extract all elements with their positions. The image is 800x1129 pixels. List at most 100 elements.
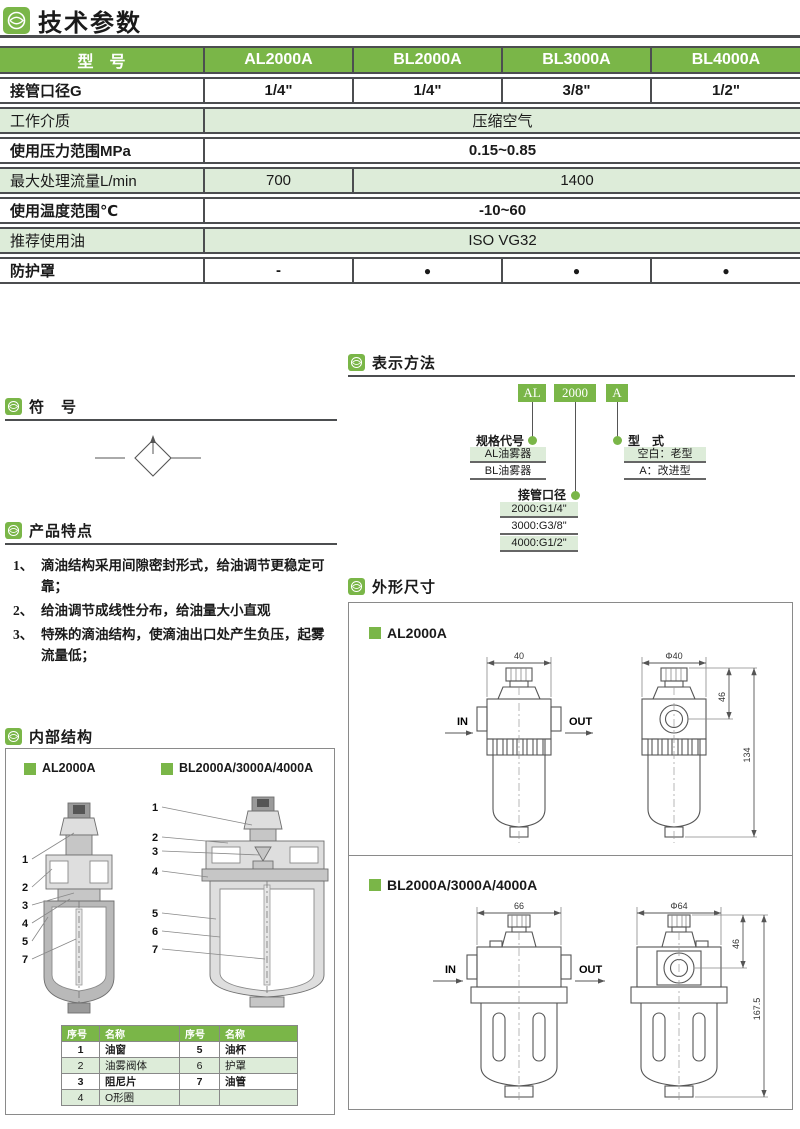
- code-box-size: 2000: [554, 384, 596, 402]
- al-internal-diagram: 1 2 3 4 5 7: [22, 802, 115, 1014]
- ordering-heading: 表示方法: [348, 352, 436, 373]
- features-heading: 产品特点: [5, 520, 93, 541]
- svg-text:3: 3: [22, 900, 28, 912]
- svg-text:Φ64: Φ64: [670, 901, 687, 911]
- brand-icon: [348, 578, 365, 595]
- parts-row: 4 O形圈: [61, 1089, 298, 1106]
- row-oil: 推荐使用油 ISO VG32: [0, 227, 800, 254]
- svg-text:4: 4: [152, 866, 159, 878]
- svg-text:Φ40: Φ40: [665, 651, 682, 661]
- svg-text:6: 6: [152, 926, 158, 938]
- dimensions-box: AL2000A 40 IN OUT: [348, 602, 793, 1110]
- internal-section: 内部结构 AL2000A BL2000A/3000A/4000A: [5, 726, 337, 1118]
- features-list: 1、 滴油结构采用间隙密封形式，给油调节更稳定可靠； 2、 给油调节成线性分布，…: [13, 556, 333, 670]
- ordering-rule: [348, 375, 795, 377]
- symbol-rule: [5, 419, 337, 421]
- connector-line: [532, 402, 533, 438]
- brand-icon: [5, 522, 22, 539]
- svg-text:46: 46: [731, 939, 741, 949]
- row-medium: 工作介质 压缩空气: [0, 107, 800, 134]
- type-code-item: A：改进型: [624, 464, 706, 480]
- connector-dot: [613, 436, 622, 445]
- dimensions-divider: [349, 855, 792, 856]
- svg-text:OUT: OUT: [579, 964, 603, 976]
- type-code-label: 型 式: [628, 434, 665, 448]
- spec-code-item: BL油雾器: [470, 464, 546, 480]
- brand-icon: [3, 7, 30, 34]
- col-model: 型 号: [0, 46, 205, 74]
- symbol-heading: 符 号: [5, 396, 77, 417]
- svg-text:5: 5: [152, 908, 158, 920]
- feature-item: 3、 特殊的滴油结构，使滴油出口处产生负压，起雾流量低；: [13, 626, 325, 663]
- dimensions-title: 外形尺寸: [372, 579, 437, 596]
- svg-text:OUT: OUT: [569, 716, 593, 728]
- dims-bl-label: BL2000A/3000A/4000A: [387, 877, 538, 893]
- connector-line: [575, 402, 576, 493]
- row-flow: 最大处理流量L/min 700 1400: [0, 167, 800, 194]
- lubricator-symbol: [95, 435, 201, 477]
- features-rule: [5, 543, 337, 545]
- feature-item: 2、 给油调节成线性分布，给油量大小直观: [13, 602, 271, 618]
- green-bullet: [369, 627, 381, 639]
- title-rule: [0, 35, 800, 38]
- svg-text:134: 134: [742, 747, 752, 762]
- dimensions-section: 外形尺寸 AL2000A 40: [348, 576, 795, 1120]
- internal-al-label: AL2000A: [42, 761, 96, 775]
- feature-item: 1、 滴油结构采用间隙密封形式，给油调节更稳定可靠；: [13, 558, 325, 594]
- internal-heading: 内部结构: [5, 726, 93, 747]
- symbol-title: 符 号: [29, 399, 78, 416]
- brand-icon: [348, 354, 365, 371]
- port-code-label: 接管口径: [517, 488, 566, 502]
- port-code-item: 2000:G1/4": [500, 502, 578, 518]
- connector-dot: [528, 436, 537, 445]
- dimensions-heading: 外形尺寸: [348, 576, 436, 597]
- bl-dimension-drawing: 66 IN OUT: [433, 901, 768, 1101]
- internal-bl-label: BL2000A/3000A/4000A: [179, 761, 314, 775]
- code-box-type: A: [606, 384, 628, 402]
- port-code-item: 4000:G1/2": [500, 536, 578, 552]
- svg-text:4: 4: [22, 918, 29, 930]
- page-header: 技术参数: [3, 3, 142, 38]
- spec-header-row: 型 号 AL2000A BL2000A BL3000A BL4000A: [0, 46, 800, 74]
- brand-icon: [5, 398, 22, 415]
- row-temperature: 使用温度范围℃ -10~60: [0, 197, 800, 224]
- spec-code-label: 规格代号: [475, 434, 524, 448]
- parts-header-row: 序号 名称 序号 名称: [61, 1025, 298, 1042]
- svg-text:40: 40: [514, 651, 524, 661]
- green-bullet: [369, 879, 381, 891]
- svg-text:1: 1: [22, 854, 28, 866]
- internal-title: 内部结构: [29, 729, 94, 746]
- svg-text:167.5: 167.5: [752, 998, 762, 1021]
- code-box-series: AL: [518, 384, 546, 402]
- row-port-size: 接管口径G 1/4" 1/4" 3/8" 1/2": [0, 77, 800, 104]
- svg-text:66: 66: [514, 901, 524, 911]
- dims-al-label: AL2000A: [387, 625, 447, 641]
- row-pressure: 使用压力范围MPa 0.15~0.85: [0, 137, 800, 164]
- parts-table: 序号 名称 序号 名称 1 油窗 5 油杯 2 油雾阀体 6 护罩: [61, 1025, 298, 1106]
- port-code-item: 3000:G3/8": [500, 519, 578, 535]
- bl-internal-diagram: 1 2 3 4 5 6 7: [152, 796, 329, 1008]
- svg-text:7: 7: [152, 944, 158, 956]
- svg-text:1: 1: [152, 802, 158, 814]
- ordering-section: 表示方法 AL 2000 A 规格代号 AL油雾器 BL油雾器 型 式 空白：老…: [348, 352, 795, 568]
- connector-line: [617, 402, 618, 438]
- svg-text:2: 2: [152, 832, 158, 844]
- al-dimension-drawing: 40 IN OUT Φ40: [445, 651, 757, 843]
- green-bullet: [161, 763, 173, 775]
- parts-row: 2 油雾阀体 6 护罩: [61, 1057, 298, 1074]
- page-title: 技术参数: [38, 10, 142, 37]
- ordering-title: 表示方法: [372, 355, 437, 372]
- parts-row: 3 阻尼片 7 油管: [61, 1073, 298, 1090]
- svg-text:46: 46: [717, 692, 727, 702]
- svg-text:3: 3: [152, 846, 158, 858]
- svg-text:IN: IN: [457, 716, 468, 728]
- parts-row: 1 油窗 5 油杯: [61, 1041, 298, 1058]
- brand-icon: [5, 728, 22, 745]
- type-code-item: 空白：老型: [624, 447, 706, 463]
- spec-table: 型 号 AL2000A BL2000A BL3000A BL4000A 接管口径…: [0, 43, 800, 287]
- connector-dot: [571, 491, 580, 500]
- features-title: 产品特点: [29, 523, 94, 540]
- svg-text:7: 7: [22, 954, 28, 966]
- spec-code-item: AL油雾器: [470, 447, 546, 463]
